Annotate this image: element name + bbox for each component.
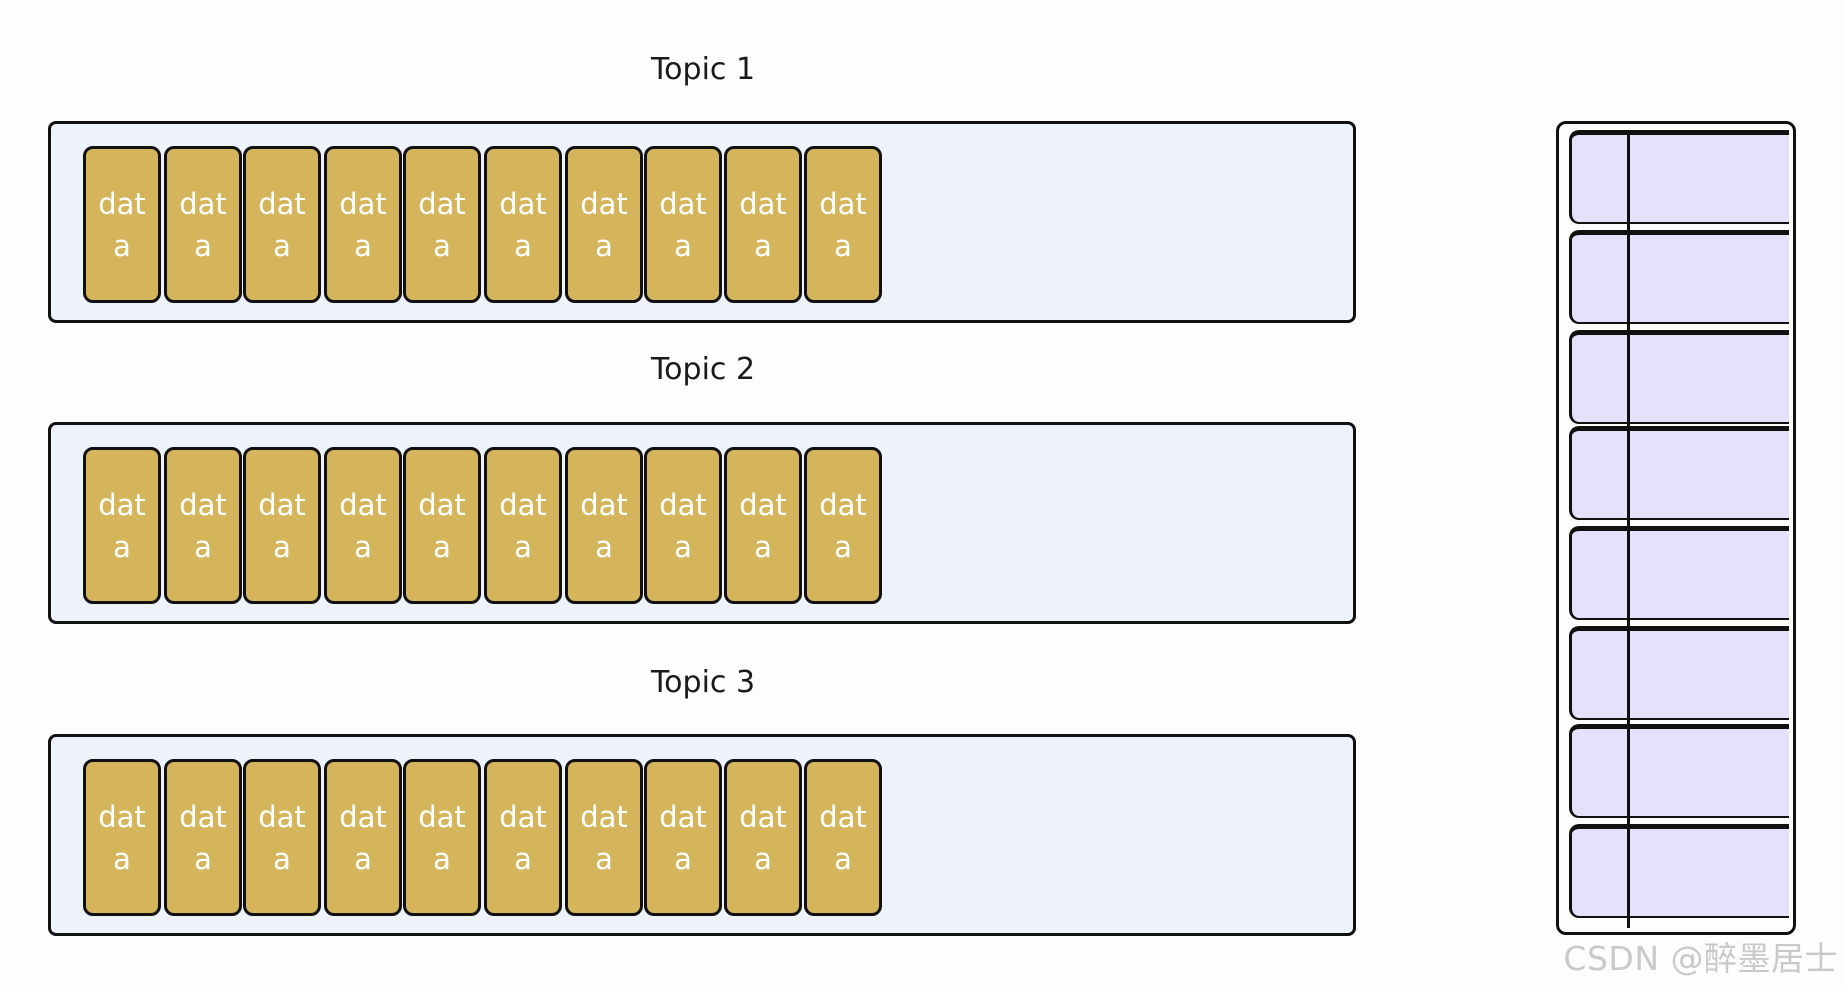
data-block: data (164, 759, 242, 916)
data-block-label: data (258, 799, 306, 876)
data-block-label: data (739, 186, 787, 263)
data-block-label: data (659, 487, 707, 564)
queue-slot (1569, 130, 1789, 224)
data-block: data (565, 447, 643, 604)
data-block-label: data (819, 487, 867, 564)
data-block-label: data (339, 799, 387, 876)
data-block-label: data (499, 487, 547, 564)
data-block: data (565, 759, 643, 916)
data-block: data (484, 447, 562, 604)
data-block: data (324, 447, 402, 604)
data-block-label: data (258, 487, 306, 564)
data-block: data (804, 146, 882, 303)
data-block-label: data (179, 799, 227, 876)
data-block: data (324, 759, 402, 916)
topic-title: Topic 2 (650, 352, 756, 387)
data-block-label: data (659, 799, 707, 876)
data-block: data (724, 447, 802, 604)
data-block-label: data (499, 799, 547, 876)
data-block-label: data (98, 487, 146, 564)
data-block: data (644, 759, 722, 916)
data-block-label: data (819, 186, 867, 263)
data-block-label: data (98, 799, 146, 876)
queue-slot (1569, 824, 1789, 918)
data-block: data (724, 759, 802, 916)
data-block-label: data (819, 799, 867, 876)
data-block-label: data (98, 186, 146, 263)
data-block: data (804, 759, 882, 916)
queue-slot (1569, 626, 1789, 720)
data-block: data (164, 447, 242, 604)
queue-slot (1569, 330, 1789, 424)
data-block-label: data (739, 799, 787, 876)
data-block: data (164, 146, 242, 303)
data-block-label: data (258, 186, 306, 263)
data-block: data (324, 146, 402, 303)
data-block-label: data (179, 487, 227, 564)
data-block: data (484, 759, 562, 916)
data-block: data (804, 447, 882, 604)
data-block: data (403, 146, 481, 303)
data-block: data (403, 447, 481, 604)
data-block-label: data (339, 186, 387, 263)
queue-slot (1569, 526, 1789, 620)
data-block: data (83, 759, 161, 916)
topic-title: Topic 1 (650, 52, 756, 87)
data-block: data (243, 447, 321, 604)
data-block: data (243, 146, 321, 303)
data-block-label: data (418, 487, 466, 564)
data-block: data (83, 146, 161, 303)
data-block: data (243, 759, 321, 916)
data-block: data (403, 759, 481, 916)
watermark: CSDN @醉墨居士 (1563, 939, 1838, 978)
data-block: data (644, 447, 722, 604)
topic-panel: data data data data data data data data data data (48, 121, 1356, 323)
data-block-label: data (499, 186, 547, 263)
data-block: data (484, 146, 562, 303)
queue-slot (1569, 724, 1789, 818)
data-block-label: data (580, 487, 628, 564)
data-block-label: data (339, 487, 387, 564)
topic-panel: data data data data data data data data data data (48, 734, 1356, 936)
queue-frame (1556, 121, 1796, 935)
topic-title: Topic 3 (650, 665, 756, 700)
data-block-label: data (739, 487, 787, 564)
data-block-label: data (580, 186, 628, 263)
queue-column-divider (1627, 132, 1630, 928)
data-block-label: data (179, 186, 227, 263)
data-block-label: data (580, 799, 628, 876)
data-block: data (644, 146, 722, 303)
queue-slot (1569, 230, 1789, 324)
topic-panel: data data data data data data data data data data (48, 422, 1356, 624)
queue-slot (1569, 426, 1789, 520)
data-block: data (565, 146, 643, 303)
data-block-label: data (659, 186, 707, 263)
data-block-label: data (418, 799, 466, 876)
data-block-label: data (418, 186, 466, 263)
data-block: data (83, 447, 161, 604)
data-block: data (724, 146, 802, 303)
